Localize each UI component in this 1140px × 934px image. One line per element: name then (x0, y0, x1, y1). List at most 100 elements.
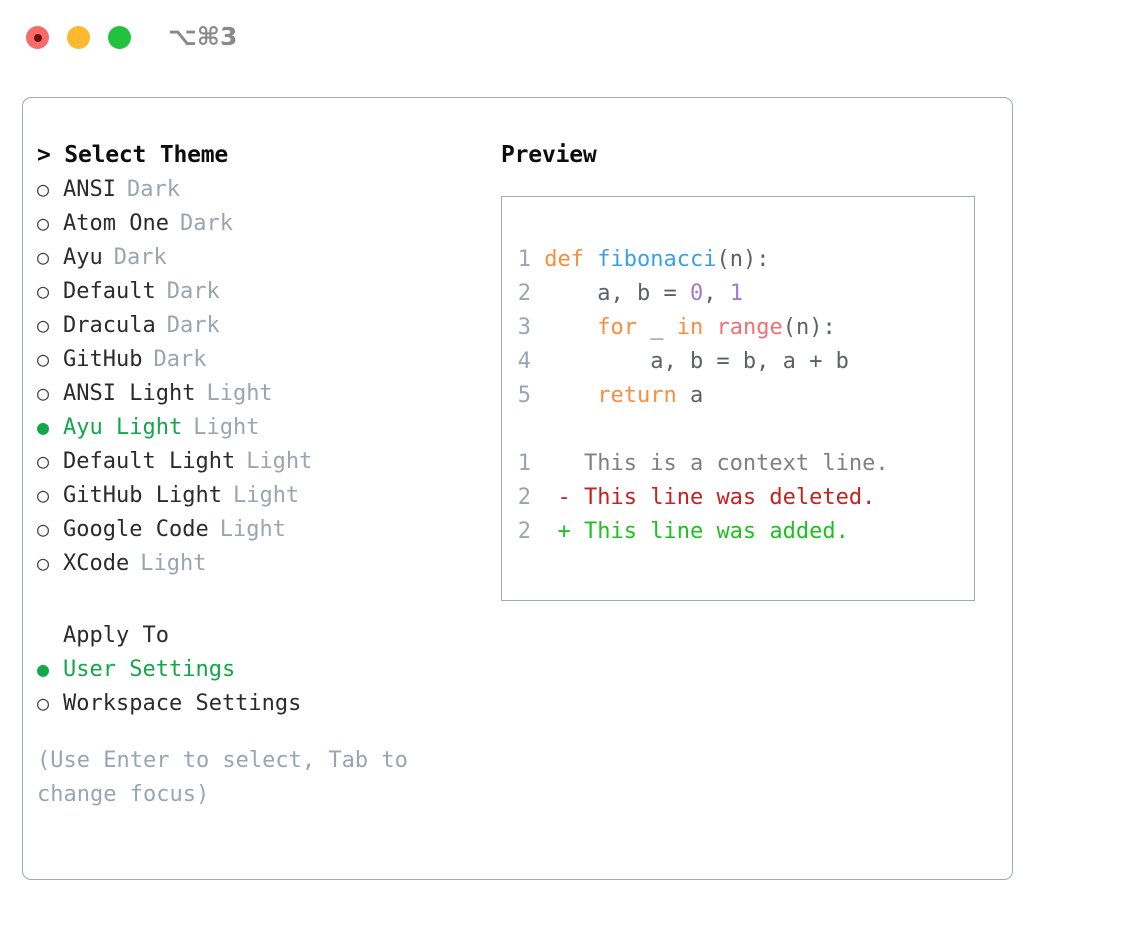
code-token (703, 315, 716, 340)
code-token (544, 315, 597, 340)
theme-list-item[interactable]: ○ GitHub Dark (37, 342, 482, 376)
code-token: in (676, 315, 704, 340)
apply-to-list-item[interactable]: ○ Workspace Settings (37, 686, 482, 720)
code-line-number: 3 (517, 315, 531, 340)
code-token: a, b = b, a + b (544, 349, 849, 374)
window-controls (26, 26, 131, 49)
theme-name-label: ANSI (63, 177, 116, 202)
theme-list-item[interactable]: ○ ANSI Dark (37, 172, 482, 206)
preview-column: Preview 1 def fibonacci(n):2 a, b = 0, 1… (501, 138, 1001, 601)
theme-name-label: GitHub (63, 347, 143, 372)
code-line-number: 4 (517, 349, 531, 374)
radio-unselected-icon[interactable]: ○ (37, 245, 50, 269)
theme-name-label: Ayu Light (63, 415, 183, 440)
diff-line: 1 This is a context line. (517, 447, 889, 481)
code-line: 1 def fibonacci(n): (517, 243, 889, 277)
hint-gap-spacer (37, 720, 482, 744)
radio-unselected-icon[interactable]: ○ (37, 483, 50, 507)
radio-unselected-icon[interactable]: ○ (37, 381, 50, 405)
theme-variant-tag: Dark (113, 245, 167, 270)
radio-unselected-icon[interactable]: ○ (37, 691, 50, 715)
preview-title: Preview (501, 142, 597, 168)
code-diff-separator (517, 413, 889, 447)
theme-name-label: GitHub Light (63, 483, 222, 508)
title-bar: ⌥⌘3 (0, 0, 1140, 78)
theme-variant-tag: Dark (126, 177, 180, 202)
theme-name-label: Atom One (63, 211, 169, 236)
code-line-number: 5 (517, 383, 531, 408)
radio-unselected-icon[interactable]: ○ (37, 211, 50, 235)
diff-line-number: 2 (517, 519, 531, 544)
apply-to-list: ● User Settings ○ Workspace Settings (37, 652, 482, 720)
code-token: 0 (689, 281, 704, 306)
code-token: a, b = (544, 281, 690, 306)
radio-selected-icon[interactable]: ● (37, 657, 50, 681)
radio-unselected-icon[interactable]: ○ (37, 279, 50, 303)
theme-name-label: Default (63, 279, 156, 304)
theme-variant-tag: Light (193, 415, 260, 440)
code-token: a (676, 383, 704, 408)
theme-variant-tag: Light (232, 483, 300, 508)
theme-list-item[interactable]: ○ GitHub Light Light (37, 478, 482, 512)
code-token: 1 (729, 281, 743, 306)
theme-variant-tag: Light (219, 517, 286, 542)
list-gap-spacer (37, 580, 482, 618)
keyboard-hint-text: (Use Enter to select, Tab to change focu… (37, 748, 422, 807)
diff-line-text: - This line was deleted. (557, 485, 876, 510)
code-line-number: 1 (517, 247, 531, 272)
theme-variant-tag: Dark (153, 347, 207, 372)
code-token: return (597, 383, 677, 408)
apply-to-label: Workspace Settings (63, 691, 302, 716)
code-token: _ (636, 315, 677, 340)
radio-selected-icon[interactable]: ● (37, 415, 50, 439)
apply-to-header-row: ○ Apply To (37, 618, 482, 652)
code-token: fibonacci (597, 247, 717, 272)
code-token: for (597, 315, 637, 340)
radio-unselected-icon[interactable]: ○ (37, 177, 50, 201)
theme-name-label: Google Code (63, 517, 209, 542)
apply-to-header-spacer: ○ (37, 618, 63, 652)
code-token: def (544, 247, 584, 272)
close-button[interactable] (26, 26, 49, 49)
radio-unselected-icon[interactable]: ○ (37, 347, 50, 371)
radio-unselected-icon[interactable]: ○ (37, 517, 50, 541)
theme-list-item[interactable]: ● Ayu Light Light (37, 410, 482, 444)
code-token: (n): (782, 315, 836, 340)
code-line-number: 2 (517, 281, 531, 306)
theme-list-item[interactable]: ○ Google Code Light (37, 512, 482, 546)
diff-line-text: + This line was added. (557, 519, 849, 544)
radio-unselected-icon[interactable]: ○ (37, 313, 50, 337)
radio-unselected-icon[interactable]: ○ (37, 551, 50, 575)
radio-unselected-icon[interactable]: ○ (37, 449, 50, 473)
code-line: 5 return a (517, 379, 889, 413)
minimize-button[interactable] (67, 26, 90, 49)
diff-line-number: 2 (517, 485, 531, 510)
code-line: 2 a, b = 0, 1 (517, 277, 889, 311)
select-theme-header: > Select Theme (37, 142, 229, 168)
theme-name-label: Ayu (63, 245, 103, 270)
apply-to-list-item[interactable]: ● User Settings (37, 652, 482, 686)
maximize-button[interactable] (108, 26, 131, 49)
theme-list-item[interactable]: ○ Ayu Dark (37, 240, 482, 274)
apply-to-label: User Settings (63, 657, 236, 682)
theme-name-label: ANSI Light (63, 381, 196, 406)
apply-to-header-label: Apply To (63, 623, 169, 648)
theme-name-label: Default Light (63, 449, 236, 474)
diff-line-text: This is a context line. (557, 451, 889, 476)
theme-variant-tag: Dark (166, 313, 220, 338)
code-token: (n): (716, 247, 770, 272)
code-line: 4 a, b = b, a + b (517, 345, 889, 379)
theme-name-label: XCode (63, 551, 130, 576)
